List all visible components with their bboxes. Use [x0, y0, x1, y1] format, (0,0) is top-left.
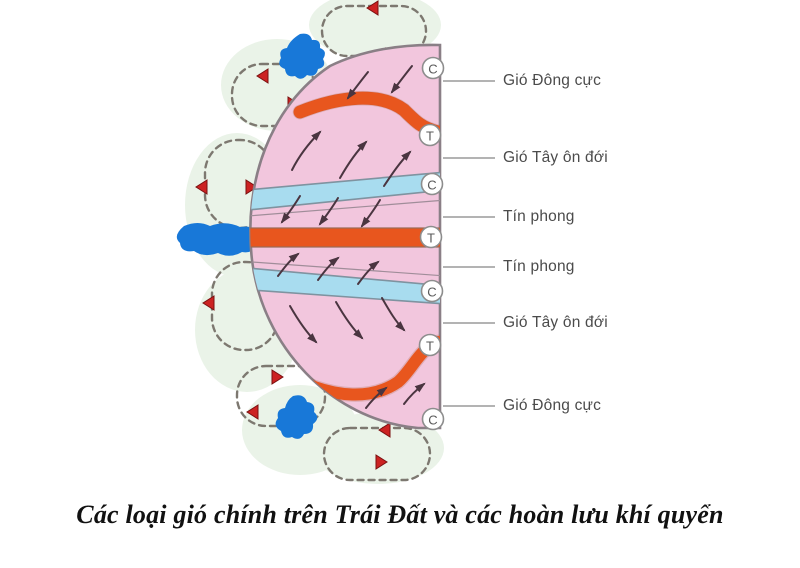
pressure-marker-label: C	[427, 178, 436, 193]
wind-arrow-west-s-1	[289, 305, 318, 344]
wind-arrow-trade-n-2	[318, 197, 339, 226]
pressure-marker-label: T	[426, 129, 434, 144]
pressure-marker: T	[419, 225, 443, 249]
loop-arrow-7	[202, 295, 215, 311]
loop-arrow-12	[378, 422, 391, 438]
wind-arrow-trade-s-2	[317, 256, 340, 281]
cloud-blob-polar-south	[275, 395, 318, 439]
loop-arrow-9	[271, 369, 284, 385]
pressure-marker-label: T	[426, 339, 434, 354]
band-orange-itcz	[250, 227, 440, 248]
wind-arrow-west-n-2	[339, 140, 368, 179]
wind-arrow-trade-n-3	[360, 199, 381, 228]
loop-arrow-5	[195, 179, 208, 195]
pressure-marker-label: C	[428, 413, 437, 428]
wind-arrow-west-s-2	[335, 301, 364, 340]
loop-arrow-10	[246, 404, 259, 420]
wind-label-trade-winds-south: Tín phong	[503, 258, 575, 275]
wind-label-westerlies-north: Gió Tây ôn đới	[503, 149, 608, 166]
wind-arrow-trade-n-1	[280, 195, 301, 224]
pressure-marker-label: T	[427, 231, 435, 246]
wind-arrow-trade-s-3	[357, 260, 380, 285]
loop-arrow-3	[256, 68, 269, 84]
wind-arrow-polar-s-2	[403, 382, 426, 405]
wind-arrow-west-n-3	[383, 150, 412, 187]
loop-polar-cell-south	[322, 426, 432, 482]
wind-label-polar-easterlies-south: Gió Đông cực	[503, 397, 602, 414]
wind-label-trade-winds-north: Tín phong	[503, 208, 575, 225]
wind-arrow-trade-s-1	[277, 252, 300, 277]
pressure-marker: C	[421, 56, 445, 80]
jet-orange-south-top	[291, 336, 440, 401]
cloud-blob-polar-north	[279, 33, 325, 79]
wind-belts-diagram: C T C T C	[176, 0, 608, 484]
wind-arrow-west-n-1	[291, 130, 322, 171]
loop-arrow-1	[366, 0, 379, 16]
pressure-marker-label: C	[427, 285, 436, 300]
wind-arrow-west-s-3	[381, 297, 406, 332]
loop-arrow-6	[245, 179, 258, 195]
wind-arrow-polar-s-1	[365, 386, 388, 409]
pressure-marker: T	[418, 123, 442, 147]
figure-caption: Các loại gió chính trên Trái Đất và các …	[76, 500, 724, 529]
pressure-marker: T	[418, 333, 442, 357]
earth-hemisphere	[249, 43, 442, 430]
pressure-marker-label: C	[428, 62, 437, 77]
pressure-marker: C	[421, 407, 445, 431]
cloud-blob-equator	[176, 223, 262, 256]
leader-lines	[443, 80, 495, 407]
loop-arrow-11	[375, 454, 388, 470]
wind-label-westerlies-south: Gió Tây ôn đới	[503, 314, 608, 331]
wind-arrow-polar-n-2	[346, 71, 369, 100]
band-blue-north	[250, 171, 440, 211]
surface-wind-arrows	[277, 65, 426, 409]
pressure-marker: C	[420, 172, 444, 196]
pressure-marker: C	[420, 279, 444, 303]
wind-arrow-polar-n-1	[390, 65, 413, 94]
wind-label-polar-easterlies-north: Gió Đông cực	[503, 72, 602, 89]
cloud-blobs	[176, 33, 325, 439]
pressure-markers: C T C T C	[418, 56, 445, 431]
